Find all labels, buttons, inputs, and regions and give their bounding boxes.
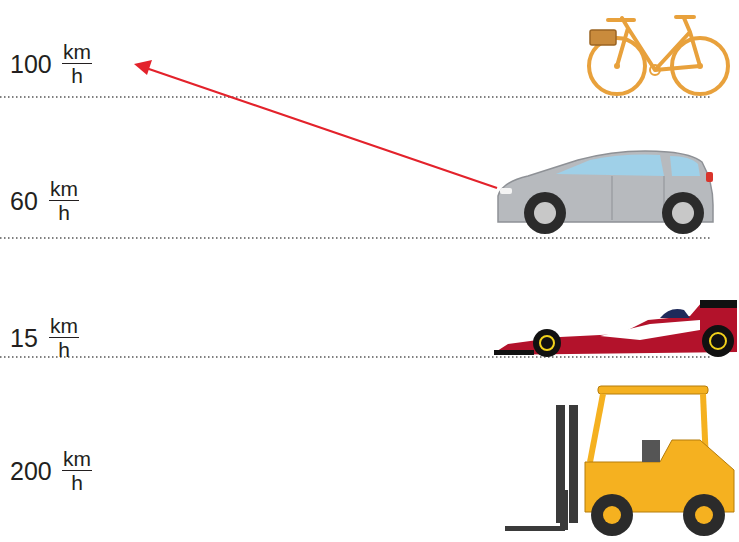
bicycle-frame (617, 17, 700, 70)
dotted-line (0, 356, 712, 358)
unit-numerator: km (62, 40, 92, 64)
speed-value: 200 (10, 457, 52, 485)
forklift-wheel (591, 494, 633, 536)
unit-denominator: h (62, 471, 92, 494)
bicycle-handlebar (608, 18, 634, 22)
race-car-body (494, 300, 737, 355)
unit-fraction: kmh (49, 314, 79, 361)
car-wheel (524, 192, 566, 234)
race-car-helmet (660, 309, 690, 318)
race-car-wing (700, 300, 737, 308)
car-illustration (498, 151, 713, 234)
race-car-rim (710, 333, 726, 349)
forklift-carriage (560, 490, 568, 530)
forklift-seat (642, 440, 660, 462)
unit-fraction: kmh (49, 177, 79, 224)
race-car-rim (540, 336, 554, 350)
race-car-wheel (702, 325, 734, 357)
car-rim (534, 202, 556, 224)
forklift-wheel (683, 494, 725, 536)
car-headlight (500, 188, 512, 194)
car-rim (672, 202, 694, 224)
forklift-fork (505, 526, 565, 531)
unit-denominator: h (49, 201, 79, 224)
car-window (670, 156, 700, 176)
forklift-roof (598, 386, 708, 394)
dotted-line (0, 237, 712, 239)
race-car-wing (494, 350, 534, 355)
answer-arrow (134, 60, 497, 188)
forklift-rim (603, 506, 621, 524)
car-door-line (612, 176, 613, 220)
race-car-wheel (533, 329, 561, 357)
forklift-illustration (505, 386, 734, 536)
unit-numerator: km (49, 314, 79, 338)
race-car-illustration (494, 300, 737, 357)
car-window (556, 155, 664, 176)
unit-denominator: h (49, 338, 79, 361)
unit-denominator: h (62, 64, 92, 87)
bicycle-crank (650, 65, 660, 75)
bicycle-basket (590, 30, 616, 45)
car-taillight (706, 172, 713, 182)
arrow-head (134, 60, 152, 75)
race-car-stripe (600, 320, 700, 340)
speed-value: 15 (10, 324, 38, 352)
speed-value: 60 (10, 187, 38, 215)
unit-numerator: km (49, 177, 79, 201)
unit-fraction: kmh (62, 40, 92, 87)
car-wheel (662, 192, 704, 234)
unit-fraction: kmh (62, 447, 92, 494)
arrow-line (146, 68, 497, 188)
speed-value: 100 (10, 50, 52, 78)
forklift-post (590, 394, 603, 462)
dotted-line (0, 96, 712, 98)
bicycle-illustration (589, 17, 728, 94)
forklift-mast (569, 405, 578, 523)
unit-numerator: km (62, 447, 92, 471)
forklift-rim (695, 506, 713, 524)
